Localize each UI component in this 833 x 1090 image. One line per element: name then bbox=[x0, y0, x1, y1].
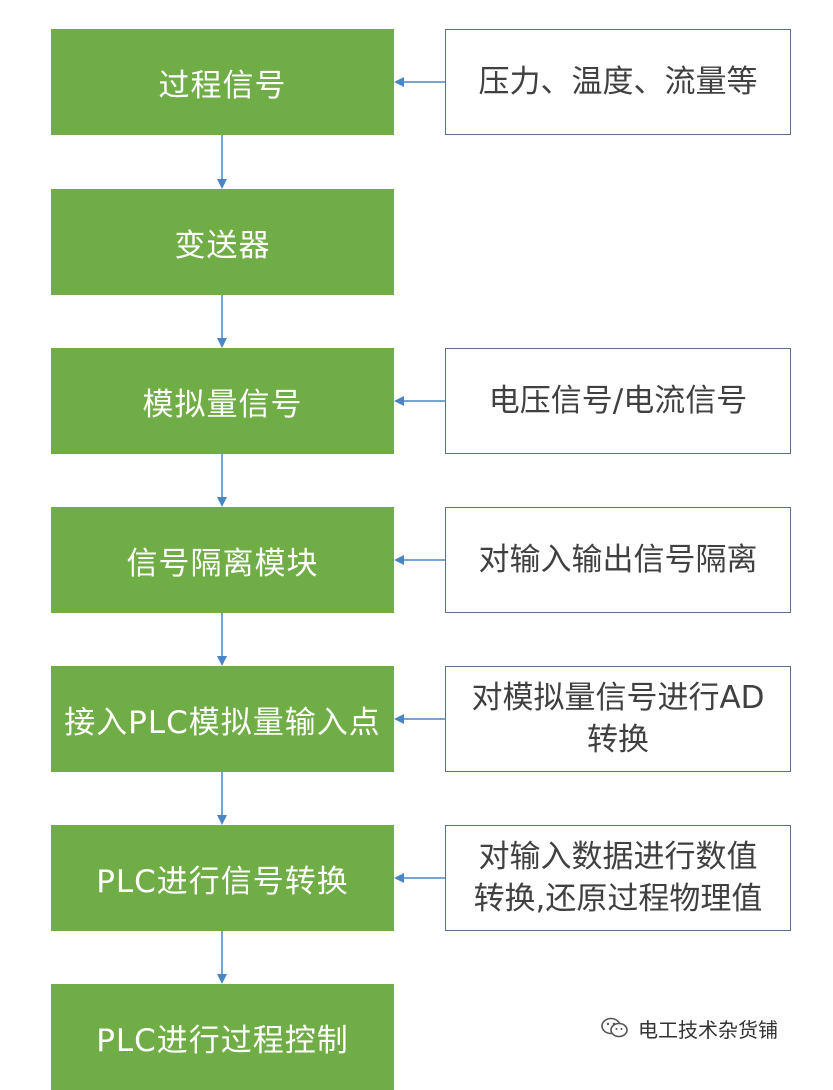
step-transmitter: 变送器 bbox=[51, 189, 394, 295]
step-isolation-module: 信号隔离模块 bbox=[51, 507, 394, 613]
step-process-signal: 过程信号 bbox=[51, 29, 394, 135]
step-plc-process-control: PLC进行过程控制 bbox=[51, 984, 394, 1090]
note-ad-conversion: 对模拟量信号进行AD 转换 bbox=[445, 666, 791, 772]
step-analog-signal: 模拟量信号 bbox=[51, 348, 394, 454]
wechat-icon bbox=[601, 1017, 628, 1038]
note-isolation: 对输入输出信号隔离 bbox=[445, 507, 791, 613]
step-plc-analog-input: 接入PLC模拟量输入点 bbox=[51, 666, 394, 772]
watermark: 电工技术杂货铺 bbox=[600, 1014, 778, 1042]
note-value-conversion: 对输入数据进行数值 转换,还原过程物理值 bbox=[445, 825, 791, 931]
note-process-signal: 压力、温度、流量等 bbox=[445, 29, 791, 135]
step-plc-conversion: PLC进行信号转换 bbox=[51, 825, 394, 931]
watermark-text: 电工技术杂货铺 bbox=[638, 1017, 778, 1042]
note-analog-signal: 电压信号/电流信号 bbox=[445, 348, 791, 454]
